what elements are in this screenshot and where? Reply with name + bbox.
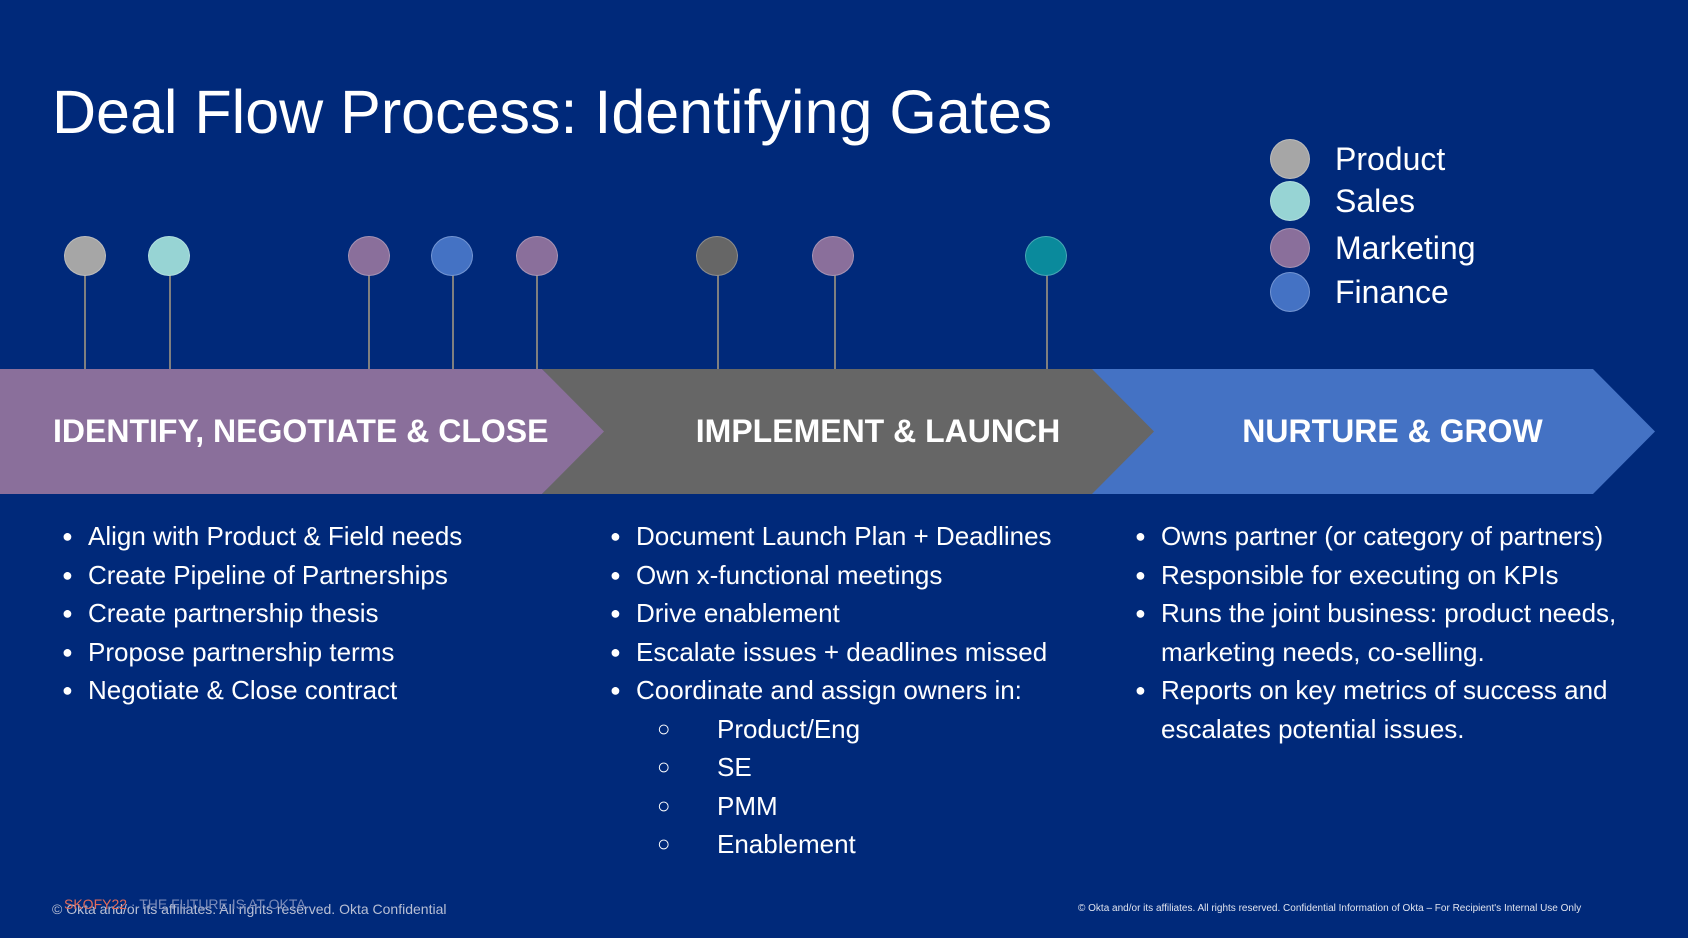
gate-dot xyxy=(812,236,854,276)
phase-nurture-grow: NURTURE & GROW xyxy=(1090,369,1655,494)
legend-label-marketing: Marketing xyxy=(1335,229,1476,266)
gate-stem xyxy=(834,275,836,371)
gate-dot xyxy=(148,236,190,276)
gate-stem xyxy=(84,275,86,371)
gate-stem xyxy=(452,275,454,371)
list-item: Owns partner (or category of partners) xyxy=(1135,517,1655,556)
list-item: Document Launch Plan + Deadlines xyxy=(610,517,1090,556)
list-item: Align with Product & Field needs xyxy=(62,517,582,556)
footer-copyright-left: © Okta and/or its affiliates. All rights… xyxy=(52,901,447,917)
gate-stem xyxy=(169,275,171,371)
list-item: Drive enablement xyxy=(610,594,1090,633)
list-item: Own x-functional meetings xyxy=(610,556,1090,595)
gate-dot xyxy=(696,236,738,276)
gate-dot xyxy=(348,236,390,276)
gate-stem xyxy=(536,275,538,371)
gate-dot xyxy=(516,236,558,276)
gate-stem xyxy=(368,275,370,371)
footer-copyright-right: © Okta and/or its affiliates. All rights… xyxy=(1078,903,1582,914)
legend-item-sales: Sales xyxy=(1270,180,1415,222)
list-item: Propose partnership terms xyxy=(62,633,582,672)
bullet-list-nurture: Owns partner (or category of partners) R… xyxy=(1135,517,1655,748)
footer-event-tag: SKOFY22 · THE FUTURE IS AT OKTA xyxy=(64,896,306,912)
list-item: Create partnership thesis xyxy=(62,594,582,633)
phase-implement-launch: IMPLEMENT & LAUNCH xyxy=(542,369,1154,494)
phase-label: IDENTIFY, NEGOTIATE & CLOSE xyxy=(53,413,549,449)
list-item: Runs the joint business: product needs, … xyxy=(1135,594,1655,671)
list-item: Responsible for executing on KPIs xyxy=(1135,556,1655,595)
list-item: Create Pipeline of Partnerships xyxy=(62,556,582,595)
gate-dot xyxy=(431,236,473,276)
legend-dot-sales xyxy=(1270,181,1310,221)
bullet-list-implement: Document Launch Plan + Deadlines Own x-f… xyxy=(610,517,1090,864)
legend-item-finance: Finance xyxy=(1270,271,1449,313)
legend-item-marketing: Marketing xyxy=(1270,227,1476,269)
list-item: Escalate issues + deadlines missed xyxy=(610,633,1090,672)
legend-label-sales: Sales xyxy=(1335,182,1416,219)
sub-list-item: PMM xyxy=(610,787,1090,826)
list-item: Negotiate & Close contract xyxy=(62,671,582,710)
phase-label: NURTURE & GROW xyxy=(1242,413,1543,449)
sub-list-item: SE xyxy=(610,748,1090,787)
legend-dot-product xyxy=(1270,139,1310,179)
legend-dot-finance xyxy=(1270,272,1310,312)
sub-list-item: Product/Eng xyxy=(610,710,1090,749)
bullet-list-identify: Align with Product & Field needs Create … xyxy=(62,517,582,710)
phase-label: IMPLEMENT & LAUNCH xyxy=(695,413,1061,449)
gate-stem xyxy=(717,275,719,371)
list-item: Reports on key metrics of success and es… xyxy=(1135,671,1655,748)
footer-tag-rest: · THE FUTURE IS AT OKTA xyxy=(127,896,306,912)
list-item: Coordinate and assign owners in: xyxy=(610,671,1090,710)
phase-identify-negotiate-close: IDENTIFY, NEGOTIATE & CLOSE xyxy=(0,369,604,494)
legend-dot-marketing xyxy=(1270,228,1310,268)
gate-dot xyxy=(1025,236,1067,276)
gate-dot xyxy=(64,236,106,276)
gate-stem xyxy=(1046,275,1048,371)
legend-item-product: Product xyxy=(1270,138,1445,180)
legend-label-finance: Finance xyxy=(1335,273,1449,310)
footer-tag-accent: SKOFY22 xyxy=(64,896,128,912)
sub-list-item: Enablement xyxy=(610,825,1090,864)
slide-title: Deal Flow Process: Identifying Gates xyxy=(52,78,1053,146)
legend-label-product: Product xyxy=(1335,140,1446,177)
